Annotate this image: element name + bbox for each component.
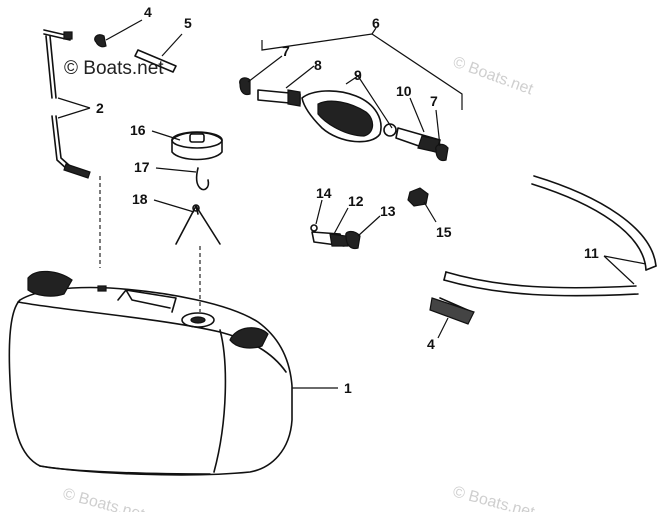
callout-11: 11	[584, 245, 599, 261]
watermark-bottom-left: © Boats.net	[61, 485, 147, 512]
clamp-left	[239, 55, 283, 96]
callout-12: 12	[348, 193, 364, 209]
callout-4-top: 4	[144, 4, 152, 20]
callout-8: 8	[314, 57, 322, 73]
callout-17: 17	[134, 159, 150, 175]
callout-15: 15	[436, 224, 452, 240]
watermark-bottom-right: © Boats.net	[451, 483, 537, 512]
connector	[257, 65, 315, 107]
clamp-right	[435, 109, 449, 162]
callout-2-leader	[57, 97, 91, 119]
filler-cap	[151, 130, 223, 161]
callout-10: 10	[396, 83, 412, 99]
pickup-tube	[43, 29, 101, 268]
callout-9: 9	[354, 67, 362, 83]
fuel-tank	[8, 270, 338, 476]
watermark-main: © Boats.net	[64, 58, 164, 79]
nut	[407, 187, 437, 223]
o-ring	[310, 199, 323, 232]
hook	[155, 167, 210, 191]
callout-18: 18	[132, 191, 148, 207]
callout-13: 13	[380, 203, 396, 219]
fitting	[311, 207, 349, 247]
callout-7-left: 7	[282, 43, 290, 59]
spring	[429, 297, 475, 339]
retainer	[153, 199, 221, 312]
pin	[134, 33, 183, 73]
callout-6: 6	[372, 15, 380, 31]
callout-7-right: 7	[430, 93, 438, 109]
fuel-line-assembly	[261, 27, 463, 110]
callout-4-bottom: 4	[427, 336, 435, 352]
primer-bulb	[301, 75, 397, 143]
callout-16: 16	[130, 122, 146, 138]
callout-14: 14	[316, 185, 332, 201]
callout-5: 5	[184, 15, 192, 31]
watermark-top-right: © Boats.net	[451, 54, 536, 99]
clamp-fitting	[345, 215, 381, 250]
callout-1: 1	[344, 380, 352, 396]
callout-2: 2	[96, 100, 104, 116]
fuel-hose	[443, 175, 657, 297]
clip-small	[94, 19, 143, 48]
